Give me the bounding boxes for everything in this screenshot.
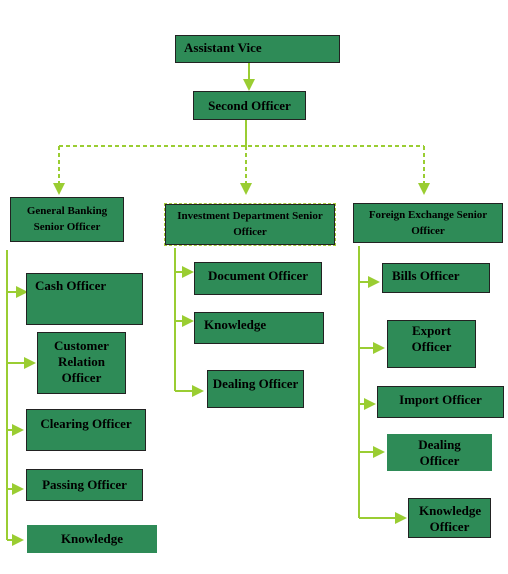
foreign-exchange-label: Foreign Exchange Senior Officer bbox=[368, 209, 488, 237]
knowledge-officer-box: Knowledge Officer bbox=[408, 498, 491, 538]
document-officer-box: Document Officer bbox=[194, 262, 322, 295]
customer-relation-officer-box: Customer Relation Officer bbox=[37, 332, 126, 394]
customer-relation-officer-label: Customer Relation Officer bbox=[54, 338, 109, 385]
fx-dealing-officer-label: Dealing Officer bbox=[418, 437, 461, 468]
cash-officer-box: Cash Officer bbox=[26, 273, 143, 325]
general-banking-label: General Banking Senior Officer bbox=[26, 205, 108, 233]
investment-box: Investment Department Senior Officer bbox=[164, 203, 336, 246]
gb-knowledge-box: Knowledge bbox=[27, 525, 157, 553]
document-officer-label: Document Officer bbox=[208, 268, 308, 283]
inv-dealing-officer-box: Dealing Officer bbox=[207, 370, 304, 408]
foreign-exchange-box: Foreign Exchange Senior Officer bbox=[353, 203, 503, 243]
fx-dealing-officer-box: Dealing Officer bbox=[387, 434, 492, 471]
inv-knowledge-box: Knowledge bbox=[194, 312, 324, 344]
gb-knowledge-label: Knowledge bbox=[60, 531, 124, 546]
export-officer-box: Export Officer bbox=[387, 320, 476, 368]
cash-officer-label: Cash Officer bbox=[35, 278, 107, 293]
inv-knowledge-label: Knowledge bbox=[204, 317, 267, 332]
clearing-officer-box: Clearing Officer bbox=[26, 409, 146, 451]
general-banking-box: General Banking Senior Officer bbox=[10, 197, 124, 242]
knowledge-officer-label: Knowledge Officer bbox=[419, 503, 482, 534]
investment-label: Investment Department Senior Officer bbox=[177, 210, 323, 238]
passing-officer-label: Passing Officer bbox=[42, 477, 127, 492]
import-officer-label: Import Officer bbox=[399, 392, 482, 407]
assistant-vice-label: Assistant Vice bbox=[184, 40, 262, 55]
second-officer-label: Second Officer bbox=[208, 98, 291, 113]
clearing-officer-label: Clearing Officer bbox=[40, 416, 132, 431]
passing-officer-box: Passing Officer bbox=[26, 469, 143, 501]
import-officer-box: Import Officer bbox=[377, 386, 504, 418]
bills-officer-box: Bills Officer bbox=[382, 263, 490, 293]
inv-dealing-officer-label: Dealing Officer bbox=[212, 376, 299, 391]
second-officer-box: Second Officer bbox=[193, 91, 306, 120]
assistant-vice-box: Assistant Vice bbox=[175, 35, 340, 63]
bills-officer-label: Bills Officer bbox=[392, 268, 460, 283]
export-officer-label: Export Officer bbox=[411, 323, 452, 354]
